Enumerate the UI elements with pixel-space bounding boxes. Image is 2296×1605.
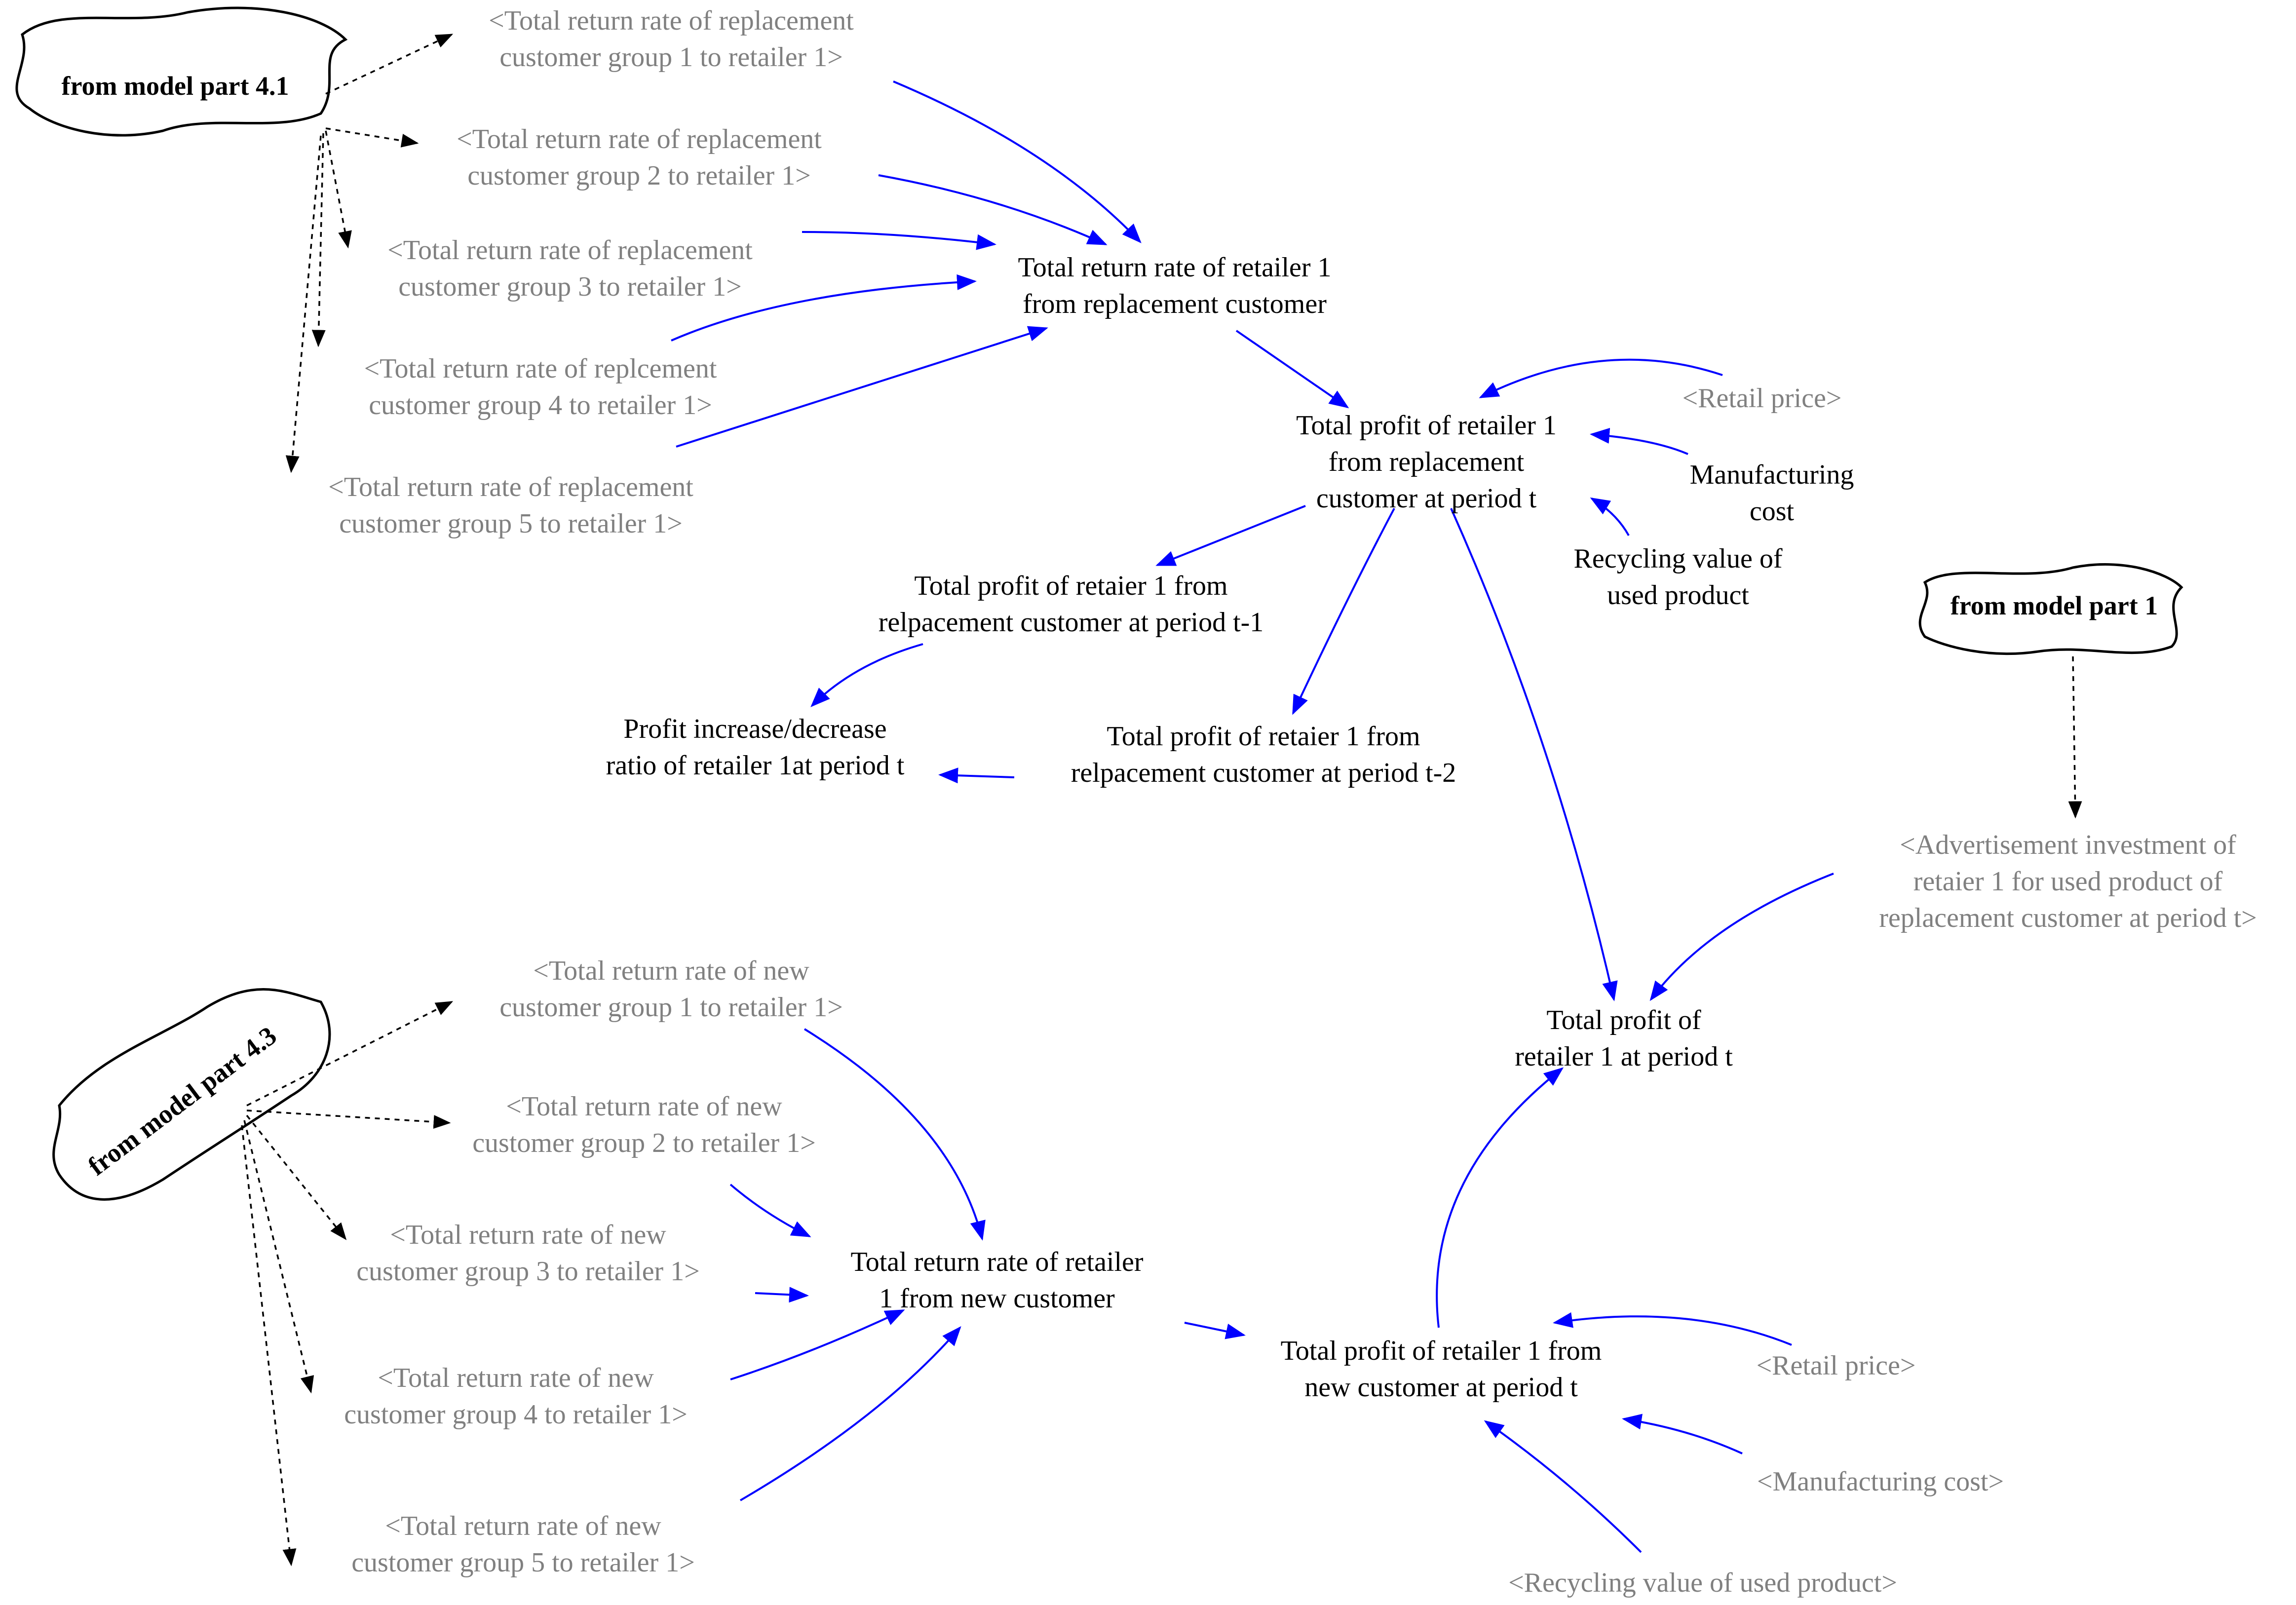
total-profit-replacement-period-t: Total profit of retailer 1 from replacem… [1296,410,1557,514]
total-profit-retailer-1-period-t: Total profit of retailer 1 at period t [1515,1005,1733,1072]
new-group-4-return-rate: <Total return rate of new customer group… [344,1363,688,1430]
advertisement-investment-shadow: <Advertisement investment of retaier 1 f… [1879,830,2257,933]
replacement-group-1-return-rate: <Total return rate of replacement custom… [489,5,854,73]
new-group-2-return-rate: <Total return rate of new customer group… [472,1091,816,1158]
profit-increase-decrease-ratio: Profit increase/decrease ratio of retail… [606,714,905,781]
total-return-rate-replacement: Total return rate of retailer 1 from rep… [1018,252,1332,319]
total-profit-new-period-t: Total profit of retailer 1 from new cust… [1280,1336,1602,1403]
replacement-group-4-return-rate: <Total return rate of replcement custome… [364,353,717,420]
source-links-part-4-3 [241,1001,454,1567]
cloud-label-part-1: from model part 1 [1951,591,2158,620]
new-group-1-return-rate: <Total return rate of new customer group… [499,955,843,1023]
manufacturing-cost: Manufacturing cost [1689,459,1854,527]
cloud-part-4-3: from model part 4.3 [52,988,331,1201]
cloud-part-4-1: from model part 4.1 [15,6,348,137]
new-group-5-return-rate: <Total return rate of new customer group… [351,1511,695,1578]
total-profit-replacement-period-t-2: Total profit of retaier 1 from relpaceme… [1071,721,1456,788]
cloud-part-1: from model part 1 [1918,563,2183,655]
replacement-group-2-return-rate: <Total return rate of replacement custom… [457,124,822,191]
source-link-part-1 [2068,656,2082,819]
manufacturing-cost-shadow: <Manufacturing cost> [1757,1466,2004,1497]
retail-price-shadow-1: <Retail price> [1682,383,1842,414]
retail-price-shadow-2: <Retail price> [1756,1350,1916,1381]
total-return-rate-new: Total return rate of retailer 1 from new… [850,1247,1144,1314]
causal-links-replacement [671,80,1834,1001]
recycling-value-used-product: Recycling value of used product [1573,543,1783,611]
cloud-label-part-4-1: from model part 4.1 [62,71,289,101]
recycling-value-shadow: <Recycling value of used product> [1508,1567,1897,1598]
source-links-part-4-1 [285,34,454,473]
replacement-group-3-return-rate: <Total return rate of replacement custom… [387,235,753,302]
total-profit-replacement-period-t-1: Total profit of retaier 1 from relpaceme… [878,571,1264,638]
causal-links-new [729,1028,1792,1553]
new-group-3-return-rate: <Total return rate of new customer group… [356,1220,700,1287]
replacement-group-5-return-rate: <Total return rate of replacement custom… [328,472,693,539]
